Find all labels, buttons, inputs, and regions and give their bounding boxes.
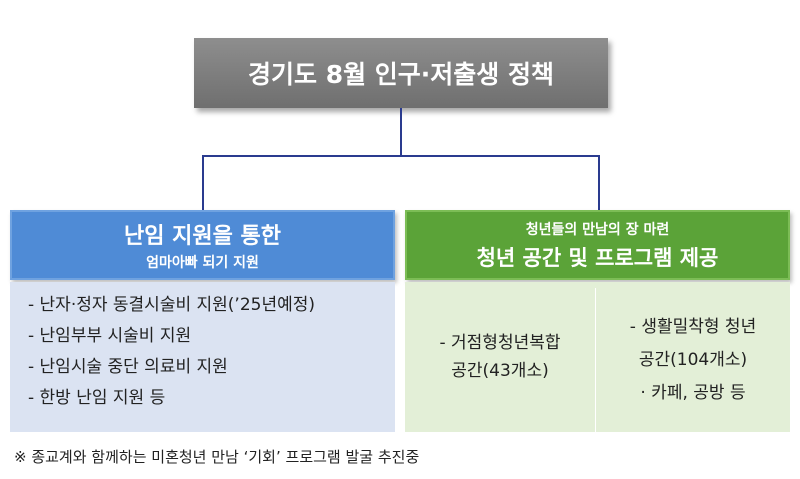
local-youth-space: - 생활밀착형 청년 공간(104개소) · 카페, 공방 등: [596, 282, 790, 432]
youth-space-panel: [405, 282, 790, 432]
list-item: - 난임시술 중단 의료비 지원: [28, 357, 228, 377]
list-item: - 한방 난임 지원 등: [28, 388, 166, 408]
list-item: - 난자·정자 동결시술비 지원(’25년예정): [28, 295, 316, 315]
footnote: ※ 종교계와 함께하는 미혼청년 만남 ‘기회’ 프로그램 발굴 추진중: [14, 448, 420, 466]
infertility-support-list: - 난자·정자 동결시술비 지원(’25년예정) - 난임부부 시술비 지원 -…: [10, 282, 395, 432]
hub-youth-space: - 거점형청년복합 공간(43개소): [405, 282, 595, 432]
connector-right-drop: [598, 155, 600, 210]
hub-space-line1: - 거점형청년복합: [439, 333, 561, 353]
infertility-support-header: 난임 지원을 통한 엄마아빠 되기 지원: [10, 210, 395, 280]
local-space-line1: - 생활밀착형 청년: [629, 316, 757, 337]
hub-space-line2: 공간(43개소): [451, 361, 549, 381]
list-item: - 난임부부 시술비 지원: [28, 326, 192, 346]
local-space-line2: 공간(104개소): [638, 349, 748, 370]
infertility-support-title: 난임 지원을 통한: [124, 224, 281, 249]
youth-space-title: 청년 공간 및 프로그램 제공: [476, 245, 719, 270]
infertility-support-subtitle: 엄마아빠 되기 지원: [146, 255, 259, 271]
connector-horizontal: [202, 155, 600, 157]
connector-left-drop: [202, 155, 204, 210]
youth-space-subtitle: 청년들의 만남의 장 마련: [525, 221, 670, 238]
panel-divider: [595, 288, 596, 432]
policy-title: 경기도 8월 인구·저출생 정책: [194, 38, 608, 108]
connector-vertical-main: [400, 108, 402, 156]
local-space-line3: · 카페, 공방 등: [640, 382, 746, 403]
youth-space-header: 청년들의 만남의 장 마련 청년 공간 및 프로그램 제공: [405, 210, 790, 280]
